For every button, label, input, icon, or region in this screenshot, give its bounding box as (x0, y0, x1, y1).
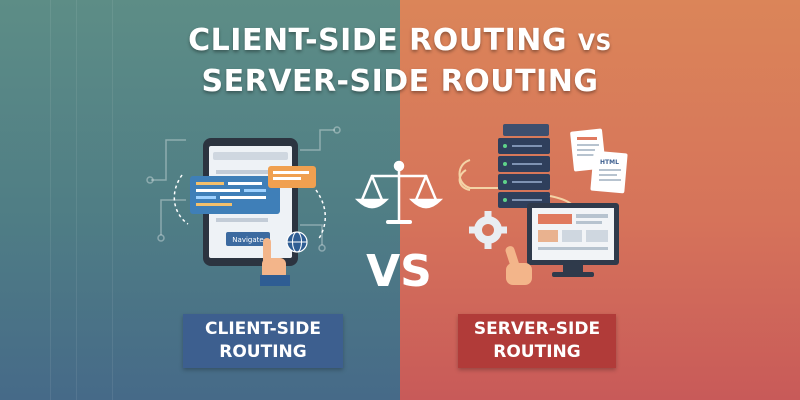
vs-label: VS (366, 246, 432, 297)
gear-icon (469, 211, 507, 249)
code-card (190, 176, 280, 214)
pointing-hand-icon (505, 246, 532, 285)
monitor-icon (527, 203, 619, 277)
background-line (76, 0, 77, 400)
server-side-illustration: HTML (458, 124, 628, 285)
background-line (112, 0, 113, 400)
globe-icon (286, 231, 308, 253)
background-line (50, 0, 51, 400)
document-stack-icon: HTML (570, 128, 628, 194)
server-side-label: SERVER-SIDE ROUTING (458, 314, 616, 368)
server-rack-icon (498, 124, 550, 208)
navigate-button-graphic (226, 232, 270, 246)
client-side-illustration: Navigate (146, 126, 341, 286)
pointing-hand-icon (260, 238, 290, 286)
navigate-button-label: Navigate (232, 236, 263, 244)
client-side-label: CLIENT-SIDE ROUTING (183, 314, 343, 368)
html-tag-label: HTML (600, 159, 619, 166)
page-title: CLIENT-SIDE ROUTING VS SERVER-SIDE ROUTI… (188, 23, 612, 99)
balance-scale-icon (354, 160, 444, 224)
